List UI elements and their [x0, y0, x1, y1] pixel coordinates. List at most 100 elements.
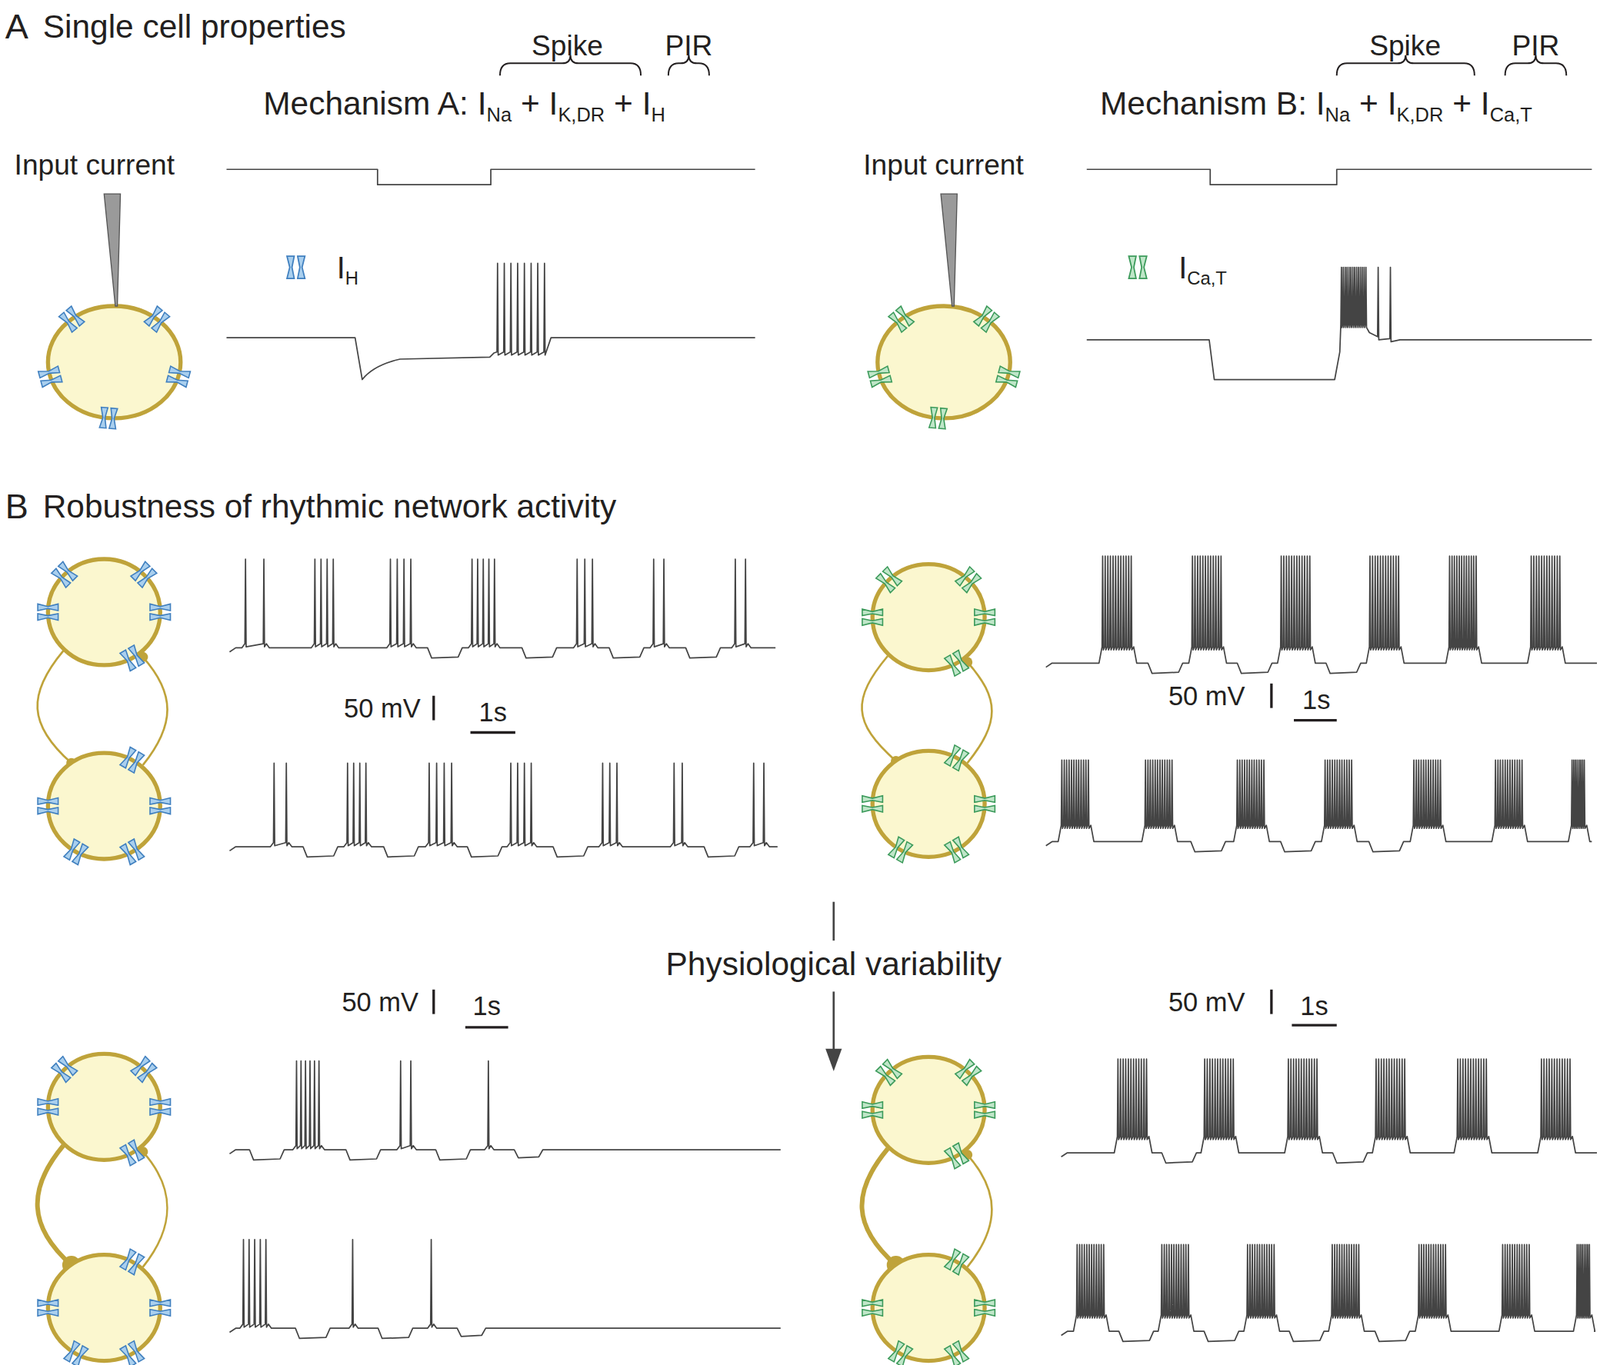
scale-bar [1291, 1024, 1337, 1027]
ion-channel [862, 1300, 884, 1317]
ion-channel [888, 306, 914, 333]
scale-bar [1270, 683, 1273, 709]
ion-channel [974, 609, 996, 626]
transition-arrow [832, 902, 835, 941]
bracket-label: Spike [1369, 30, 1441, 63]
ion-channel [955, 566, 982, 594]
current-term: I [642, 84, 652, 122]
voltage-trace [229, 763, 777, 857]
ion-channel [862, 796, 884, 813]
ion-channel [150, 797, 171, 814]
ion-channel [63, 839, 89, 866]
scale-bar [432, 990, 435, 1015]
ion-channel [37, 603, 59, 620]
scale-bar [1293, 719, 1337, 722]
scale-label: 1s [1302, 685, 1330, 715]
transition-arrow [832, 991, 835, 1054]
current-term: + [613, 84, 634, 122]
voltage-trace [229, 1061, 780, 1161]
panel-title: Single cell properties [43, 9, 347, 46]
panel-letter: A [5, 8, 29, 47]
scale-label: 50 mV [343, 693, 421, 724]
synapse-line [143, 1152, 168, 1268]
formula-line: Mechanism B:INa+IK,DR+ICa,T [1100, 85, 1533, 126]
voltage-trace [1046, 760, 1593, 852]
ion-channel [944, 745, 970, 772]
ion-channel [944, 650, 970, 677]
ion-channel [944, 1341, 970, 1365]
scale-bar [432, 696, 435, 721]
formula-line: Mechanism A:INa+IK,DR+IH [263, 85, 666, 126]
stimulus-label: Input current [863, 150, 1024, 182]
ion-channel [63, 1341, 89, 1365]
current-subscript: H [651, 103, 666, 126]
neuron-cell [872, 564, 985, 671]
ion-channel [120, 645, 145, 672]
ion-channel [120, 1249, 145, 1276]
ion-channel [888, 836, 914, 864]
arrowhead [825, 1049, 842, 1072]
current-term: I [1178, 250, 1187, 285]
current-subscript: Ca,T [1186, 268, 1227, 290]
ion-channel [120, 1341, 145, 1365]
ion-channel [862, 609, 884, 626]
current-term: I [549, 84, 559, 122]
current-term: Mechanism A: [263, 84, 469, 122]
ion-channel [996, 366, 1020, 387]
ion-channel [51, 1056, 78, 1084]
synapse-line [967, 1155, 993, 1268]
ion-channel [99, 407, 117, 430]
scale-label: 1s [1300, 991, 1328, 1021]
current-term: Mechanism B: [1100, 84, 1307, 122]
ion-channel [150, 1099, 171, 1116]
ion-channel [51, 561, 78, 588]
scale-label: 50 mV [1168, 987, 1246, 1017]
ion-channel [150, 1300, 171, 1317]
scale-bar [465, 1026, 509, 1029]
ion-channel [286, 256, 305, 279]
ion-channel [150, 603, 171, 620]
synapse-line [143, 656, 168, 766]
ion-channel [888, 1341, 914, 1365]
scale-label: 1s [478, 697, 507, 727]
formula-line: ICa,T [1178, 250, 1227, 290]
formula-line: IH [336, 250, 359, 290]
ion-channel [1128, 256, 1147, 279]
voltage-trace [229, 1240, 780, 1340]
ion-channel [929, 407, 947, 430]
ion-channel [955, 1060, 982, 1087]
ion-channel [143, 306, 170, 333]
voltage-trace [1061, 1244, 1596, 1342]
recording-pipette [103, 193, 120, 307]
voltage-trace [229, 559, 776, 659]
ion-channel [37, 1300, 59, 1317]
current-term: + [1452, 84, 1472, 122]
voltage-trace [1086, 267, 1593, 380]
ion-channel [944, 836, 970, 864]
synapse-line [37, 1146, 72, 1266]
panel-letter: B [5, 487, 29, 527]
ion-channel [867, 366, 892, 387]
synapse-line [967, 662, 993, 764]
synapse-line [861, 1149, 896, 1266]
neuron-cell [47, 753, 160, 860]
current-subscript: K,DR [1396, 103, 1444, 126]
neuron-cell [872, 1255, 985, 1362]
transition-label: Physiological variability [666, 946, 1002, 984]
voltage-trace [1046, 556, 1597, 674]
panel-title: Robustness of rhythmic network activity [43, 488, 617, 525]
scale-label: 50 mV [1168, 681, 1246, 711]
ion-channel [130, 561, 157, 588]
ion-channel [876, 1060, 903, 1087]
ion-channel [944, 1249, 970, 1276]
current-subscript: H [345, 268, 359, 290]
ion-channel [166, 366, 190, 387]
current-term: I [1387, 84, 1397, 122]
ion-channel [37, 1099, 59, 1116]
current-subscript: K,DR [557, 103, 605, 126]
current-term: I [1316, 84, 1326, 122]
voltage-trace [1061, 1059, 1597, 1164]
current-subscript: Na [1325, 103, 1351, 126]
ion-channel [130, 1056, 157, 1084]
